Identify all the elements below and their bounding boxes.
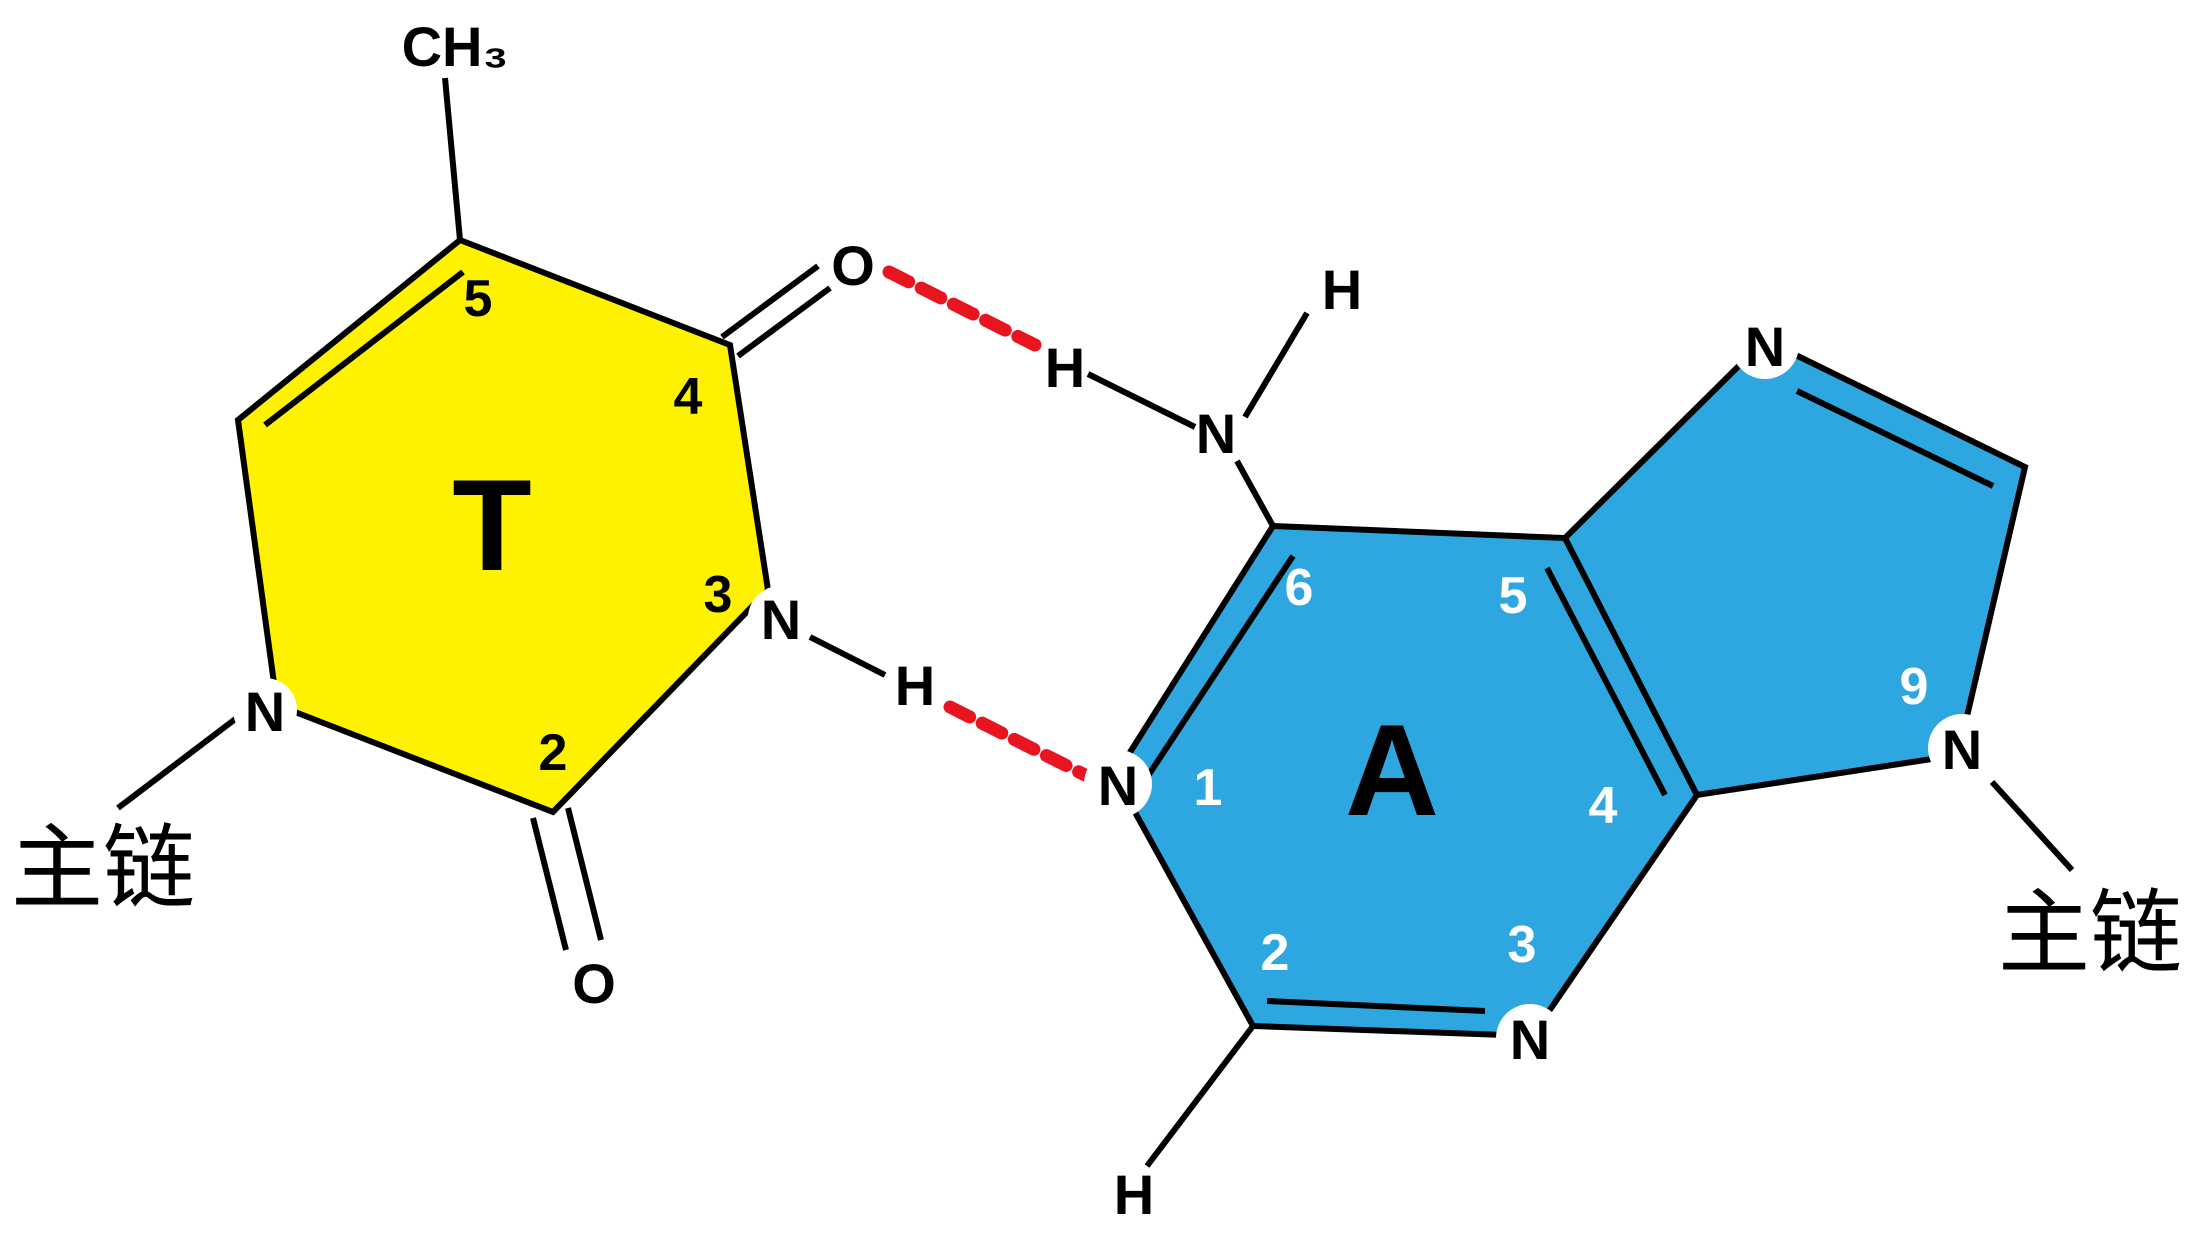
adenine-n1-c6-double-bond bbox=[1137, 554, 1296, 790]
adenine-c8-n7-double-bond bbox=[1795, 388, 1995, 489]
thymine-backbone-label: 主链 bbox=[11, 815, 195, 922]
adenine-n9-mask bbox=[1928, 714, 1996, 782]
thymine-ring bbox=[234, 236, 772, 816]
adenine-letter: A bbox=[1345, 697, 1439, 843]
thymine-n3-h-bond bbox=[808, 634, 887, 678]
thymine-backbone-bond bbox=[116, 714, 240, 811]
hydrogen-bond-n3-n1 bbox=[943, 700, 1092, 782]
thymine-c2-o2-bond-2 bbox=[565, 807, 604, 941]
adenine-h6b-label: H bbox=[1045, 336, 1085, 399]
adenine-n6-label: N bbox=[1196, 402, 1236, 465]
thymine-n3-number: 3 bbox=[704, 566, 733, 624]
adenine-c4-c5-double-bond bbox=[1544, 566, 1668, 797]
adenine-h2-label: H bbox=[1114, 1163, 1154, 1226]
thymine-methyl-bond bbox=[442, 77, 463, 241]
adenine-n9-number: 9 bbox=[1900, 658, 1929, 716]
thymine-h3-label: H bbox=[895, 654, 935, 717]
adenine-five-ring bbox=[1561, 336, 2029, 799]
thymine-o2-label: O bbox=[572, 952, 616, 1015]
adenine-c2-number: 2 bbox=[1261, 924, 1290, 982]
adenine-n1-number: 1 bbox=[1194, 759, 1223, 817]
adenine-n1-label: N bbox=[1098, 754, 1138, 817]
thymine-o4-label: O bbox=[831, 234, 875, 297]
adenine-c6-number: 6 bbox=[1285, 559, 1314, 617]
adenine-n7-mask bbox=[1731, 311, 1799, 379]
adenine-n1-mask bbox=[1084, 750, 1152, 818]
adenine-c5-number: 5 bbox=[1499, 567, 1528, 625]
thymine-c2-o2-bond bbox=[530, 817, 569, 951]
adenine-c6-n6-bond bbox=[1234, 459, 1276, 528]
adenine-n3-mask bbox=[1496, 1004, 1564, 1072]
thymine-n3-mask bbox=[748, 586, 812, 650]
adenine-backbone-bond bbox=[1989, 779, 2075, 873]
thymine-n3-label: N bbox=[761, 588, 801, 651]
thymine-c2-number: 2 bbox=[539, 724, 568, 782]
thymine-c5-c6-double-bond bbox=[263, 269, 465, 428]
thymine-methyl-label: CH₃ bbox=[402, 15, 509, 78]
hydrogen-bond-o4-n6 bbox=[882, 265, 1042, 352]
adenine-c4-number: 4 bbox=[1589, 777, 1618, 835]
thymine-c5-number: 5 bbox=[464, 270, 493, 328]
thymine-n1-mask bbox=[233, 678, 297, 742]
adenine-n6-h2-bond bbox=[1086, 371, 1197, 430]
adenine-c2-n3-double-bond bbox=[1266, 998, 1486, 1014]
thymine-c4-o4-bond bbox=[720, 263, 820, 340]
thymine-letter: T bbox=[452, 452, 531, 598]
adenine-h6a-label: H bbox=[1322, 258, 1362, 321]
adenine-n7-label: N bbox=[1745, 315, 1785, 378]
thymine-c4-number: 4 bbox=[674, 368, 703, 426]
adenine-n6-h-bond bbox=[1242, 311, 1310, 419]
adenine-n3-number: 3 bbox=[1508, 916, 1537, 974]
thymine-c4-o4-bond-2 bbox=[736, 285, 832, 359]
adenine-n3-label: N bbox=[1510, 1008, 1550, 1071]
adenine-c2-h-bond bbox=[1144, 1024, 1256, 1168]
thymine-n1-label: N bbox=[245, 680, 285, 743]
adenine-n9-label: N bbox=[1942, 718, 1982, 781]
adenine-backbone-label: 主链 bbox=[1998, 880, 2182, 987]
